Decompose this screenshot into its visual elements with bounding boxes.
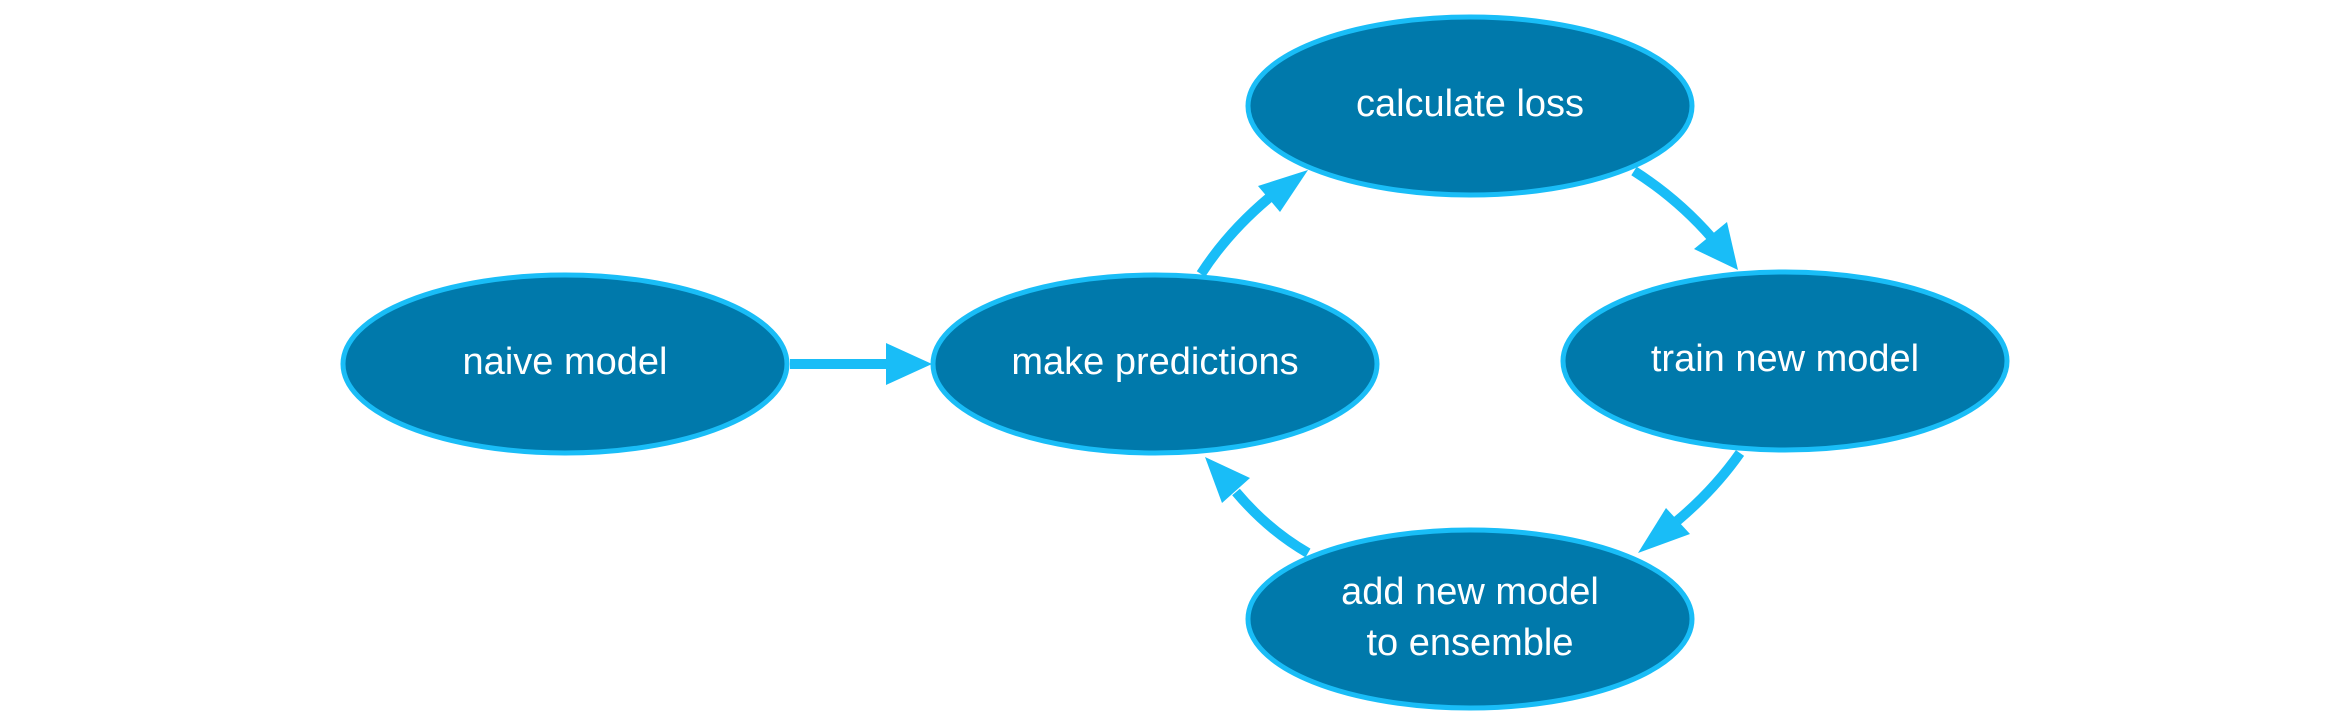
node-train-new-model: train new model	[1560, 269, 2010, 453]
arrowhead	[1694, 222, 1738, 270]
edge-line	[1673, 450, 1745, 525]
node-label-line-2: to ensemble	[1366, 622, 1573, 664]
arrowhead	[1638, 508, 1690, 553]
node-label: calculate loss	[1356, 83, 1584, 125]
node-ellipse	[1245, 14, 1695, 198]
edge-line	[1631, 166, 1716, 242]
edges	[790, 166, 1745, 558]
edge-naive-model-to-make-predictions	[790, 343, 932, 385]
node-add-new-model-to-ensemble: add new model to ensemble	[1245, 527, 1695, 711]
edge-line	[1232, 488, 1311, 558]
edge-train-new-model-to-add-new-model	[1638, 450, 1745, 553]
node-ellipse	[1560, 269, 2010, 453]
arrowhead	[886, 343, 932, 385]
node-ellipse	[340, 272, 790, 456]
node-ellipse	[930, 272, 1380, 456]
node-calculate-loss: calculate loss	[1245, 14, 1695, 198]
node-naive-model: naive model	[340, 272, 790, 456]
arrowhead	[1205, 457, 1250, 503]
node-ellipse	[1245, 527, 1695, 711]
edge-add-new-model-to-make-predictions	[1205, 457, 1311, 558]
node-make-predictions: make predictions	[930, 272, 1380, 456]
node-label: make predictions	[1011, 341, 1298, 383]
edge-line	[1196, 193, 1274, 277]
nodes: naive model make predictions calculate l…	[340, 14, 2010, 711]
edge-calculate-loss-to-train-new-model	[1631, 166, 1738, 270]
node-label: naive model	[463, 341, 668, 383]
node-label: train new model	[1651, 338, 1919, 380]
arrowhead	[1258, 170, 1308, 212]
node-label-line-1: add new model	[1341, 571, 1599, 613]
edge-make-predictions-to-calculate-loss	[1196, 170, 1308, 277]
